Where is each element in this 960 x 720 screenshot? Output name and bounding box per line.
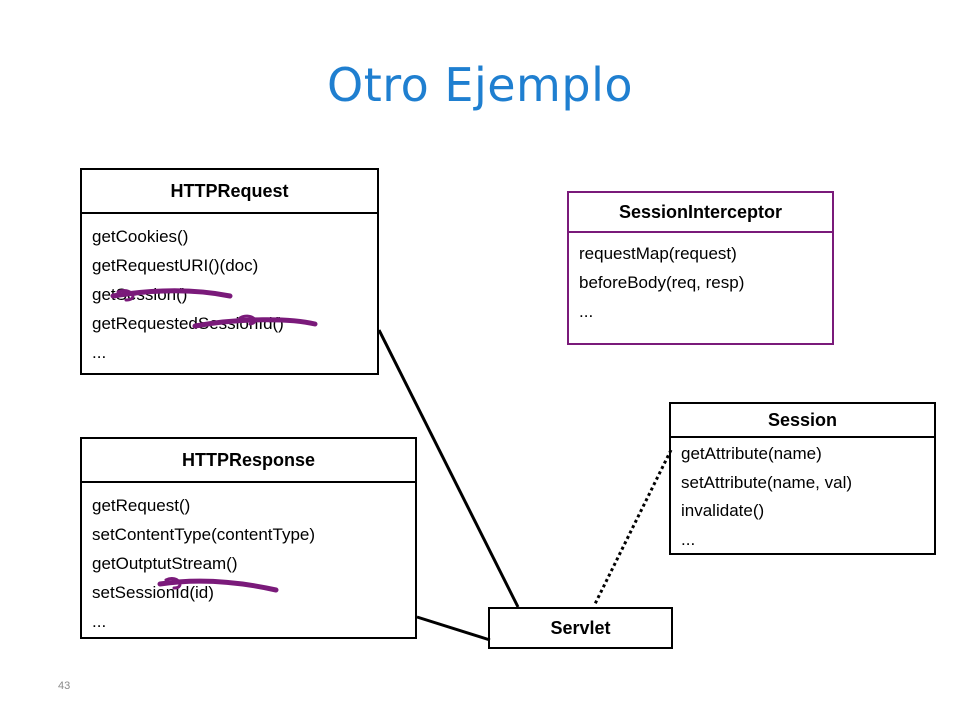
- slide-number: 43: [58, 680, 71, 692]
- connector-session-servlet: [592, 449, 673, 607]
- connector-request-servlet: [377, 329, 520, 608]
- class-box-sessioninterceptor: SessionInterceptor requestMap(request) b…: [567, 191, 834, 345]
- class-box-servlet: Servlet: [488, 607, 673, 649]
- method-item: invalidate(): [681, 501, 765, 520]
- method-item: ...: [92, 343, 107, 362]
- method-item: setContentType(contentType): [92, 525, 316, 544]
- strike-mark-getsession-loop: [116, 289, 135, 302]
- method-item: setAttribute(name, val): [681, 472, 853, 492]
- method-item: getRequestURI()(doc): [92, 256, 259, 275]
- method-list: getAttribute(name) setAttribute(name, va…: [671, 438, 934, 554]
- strike-mark-getrequestedsessionid: [192, 317, 318, 329]
- method-item: getOutptutStream(): [92, 554, 238, 573]
- method-item: requestMap(request): [579, 244, 737, 263]
- method-item: ...: [579, 302, 594, 321]
- connector-response-servlet: [416, 615, 491, 642]
- class-name: HTTPResponse: [82, 439, 415, 483]
- class-name: Session: [671, 404, 934, 438]
- class-box-httpresponse: HTTPResponse getRequest() setContentType…: [80, 437, 417, 639]
- strike-mark-setsessionid-loop: [164, 577, 182, 590]
- method-list: requestMap(request) beforeBody(req, resp…: [569, 233, 832, 326]
- class-box-session: Session getAttribute(name) setAttribute(…: [669, 402, 936, 555]
- class-name: HTTPRequest: [82, 170, 377, 214]
- strike-mark-setsessionid: [157, 578, 279, 593]
- method-item: getCookies(): [92, 227, 189, 246]
- method-item: ...: [92, 612, 107, 631]
- strike-mark-getrequestedsessionid-loop: [238, 314, 257, 326]
- method-item: setSessionId(id): [92, 583, 214, 602]
- method-item: ...: [681, 529, 696, 549]
- slide-title: Otro Ejemplo: [327, 58, 633, 112]
- class-name: SessionInterceptor: [569, 193, 832, 233]
- class-name: Servlet: [550, 617, 611, 638]
- method-item: beforeBody(req, resp): [579, 273, 745, 292]
- method-item: getAttribute(name): [681, 444, 822, 463]
- method-item: getRequest(): [92, 496, 191, 515]
- method-list: getRequest() setContentType(contentType)…: [82, 483, 415, 636]
- strike-mark-getsession: [110, 288, 233, 299]
